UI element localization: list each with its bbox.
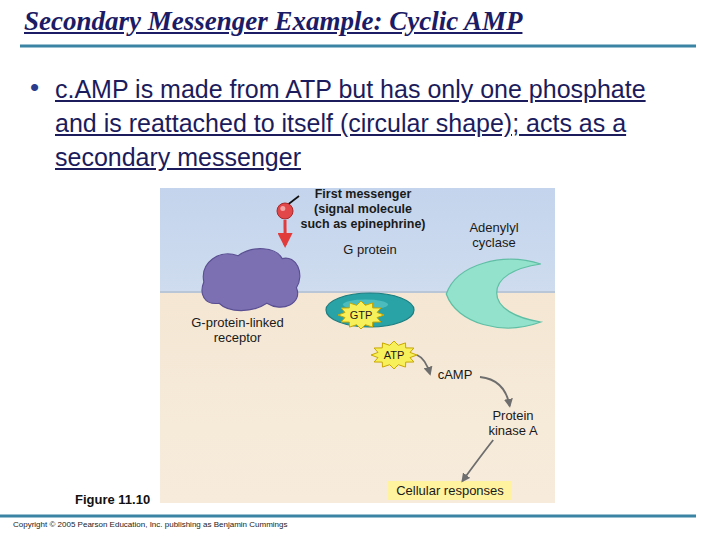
response-box: Cellular responses bbox=[388, 481, 512, 500]
node-text: G-protein-linked receptor bbox=[185, 315, 290, 346]
bullet-mark: • bbox=[30, 72, 39, 103]
node-text: Adenylyl cyclase bbox=[458, 220, 530, 251]
slide-title: Secondary Messenger Example: Cyclic AMP bbox=[24, 6, 714, 38]
atp-burst: ATP bbox=[371, 341, 417, 369]
copyright-note: Copyright © 2005 Pearson Education, Inc.… bbox=[13, 520, 288, 529]
node-text: Protein kinase A bbox=[480, 408, 546, 439]
arrow-connector bbox=[462, 440, 493, 481]
node-text: cAMP bbox=[438, 367, 473, 382]
node-text: Cellular responses bbox=[396, 483, 504, 498]
arrow-connector bbox=[480, 377, 510, 406]
kinase-label: Protein kinase A bbox=[480, 406, 546, 440]
arrow-connector bbox=[417, 355, 430, 374]
cytoplasm-area bbox=[160, 188, 555, 503]
node-text: ATP bbox=[384, 349, 405, 362]
enzyme-shape: Adenylyl cyclase bbox=[440, 258, 545, 330]
gtp-burst: GTP bbox=[338, 301, 384, 329]
molecule-label: cAMP bbox=[430, 365, 480, 385]
crescent-shape bbox=[440, 258, 545, 330]
receptor-shape bbox=[200, 245, 305, 313]
signal-molecule: First messenger (signal molecule such as… bbox=[276, 202, 294, 220]
bullet-text: c.AMP is made from ATP but has only one … bbox=[55, 72, 677, 174]
figure-number: Figure 11.10 bbox=[75, 492, 150, 507]
node-text: First messenger (signal molecule such as… bbox=[298, 187, 428, 231]
footer-rule bbox=[0, 515, 696, 518]
ball-shape bbox=[276, 202, 294, 220]
node-text: GTP bbox=[350, 309, 373, 322]
title-rule bbox=[20, 45, 696, 48]
node-text: G protein bbox=[315, 242, 425, 257]
arrow-connector bbox=[284, 220, 287, 245]
receptor-protein: G-protein-linked receptor bbox=[200, 245, 305, 313]
